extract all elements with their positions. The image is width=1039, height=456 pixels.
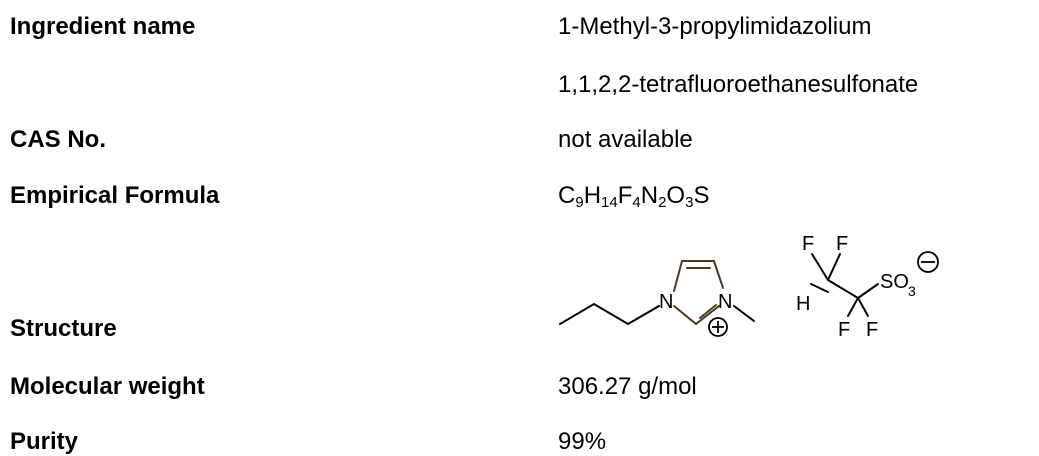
formula-f-count: 4 bbox=[632, 194, 641, 211]
atom-so: SO bbox=[880, 271, 909, 293]
value-ingredient-name-line1: 1-Methyl-3-propylimidazolium bbox=[558, 13, 872, 40]
atom-n3: N bbox=[718, 291, 732, 313]
ring-bond-n1-c5 bbox=[673, 260, 683, 292]
formula-o-count: 3 bbox=[685, 194, 694, 211]
formula-h: H bbox=[583, 182, 602, 209]
ring-double-bond-c2-n3 bbox=[699, 304, 717, 319]
ring-bond-c2-n3 bbox=[695, 305, 720, 325]
bond-c1-f1 bbox=[811, 253, 829, 281]
imidazolium-ring bbox=[673, 260, 724, 325]
positive-charge-icon bbox=[708, 317, 728, 337]
atom-f4: F bbox=[866, 319, 878, 341]
atom-h: H bbox=[796, 293, 810, 315]
negative-charge-icon bbox=[917, 251, 939, 273]
structure-diagram: N N F F H F F SO 3 bbox=[559, 233, 939, 341]
atom-f3: F bbox=[838, 319, 850, 341]
bond-c1-c2 bbox=[827, 279, 859, 299]
ring-bond-n1-c2 bbox=[673, 305, 697, 325]
atom-so-subscript: 3 bbox=[908, 283, 916, 299]
atom-f1: F bbox=[802, 233, 814, 255]
formula-c-count: 9 bbox=[575, 194, 584, 211]
formula-f: F bbox=[617, 182, 633, 209]
value-molecular-weight: 306.27 g/mol bbox=[558, 373, 697, 400]
formula-s: S bbox=[693, 182, 710, 209]
atom-n1: N bbox=[659, 291, 673, 313]
label-structure: Structure bbox=[10, 315, 117, 342]
formula-n-count: 2 bbox=[658, 194, 667, 211]
methyl-bond bbox=[733, 305, 755, 322]
formula-h-count: 14 bbox=[601, 194, 618, 211]
label-cas-no: CAS No. bbox=[10, 126, 106, 153]
bond-c1-f2 bbox=[827, 253, 841, 281]
value-purity: 99% bbox=[558, 428, 607, 455]
label-ingredient-name: Ingredient name bbox=[10, 13, 196, 40]
value-ingredient-name-line2: 1,1,2,2-tetrafluoroethanesulfonate bbox=[558, 71, 919, 98]
bond-c1-h bbox=[810, 283, 829, 293]
label-empirical-formula: Empirical Formula bbox=[10, 182, 220, 209]
value-cas-no: not available bbox=[558, 126, 693, 153]
bond-c2-s bbox=[857, 283, 879, 299]
bond-c2-f3 bbox=[847, 297, 859, 317]
bond-c2-f4 bbox=[857, 297, 869, 317]
label-molecular-weight: Molecular weight bbox=[10, 373, 205, 400]
cation-structure bbox=[559, 302, 660, 326]
anion-bonds bbox=[810, 253, 879, 317]
atom-f2: F bbox=[836, 233, 848, 255]
formula-n: N bbox=[640, 182, 659, 209]
formula-o: O bbox=[666, 182, 686, 209]
propyl-chain bbox=[559, 302, 660, 326]
formula-c: C bbox=[558, 182, 576, 209]
label-purity: Purity bbox=[10, 428, 79, 455]
value-empirical-formula: C9H14F4N2O3S bbox=[558, 182, 709, 210]
ring-bond-c4-n3 bbox=[713, 260, 724, 289]
